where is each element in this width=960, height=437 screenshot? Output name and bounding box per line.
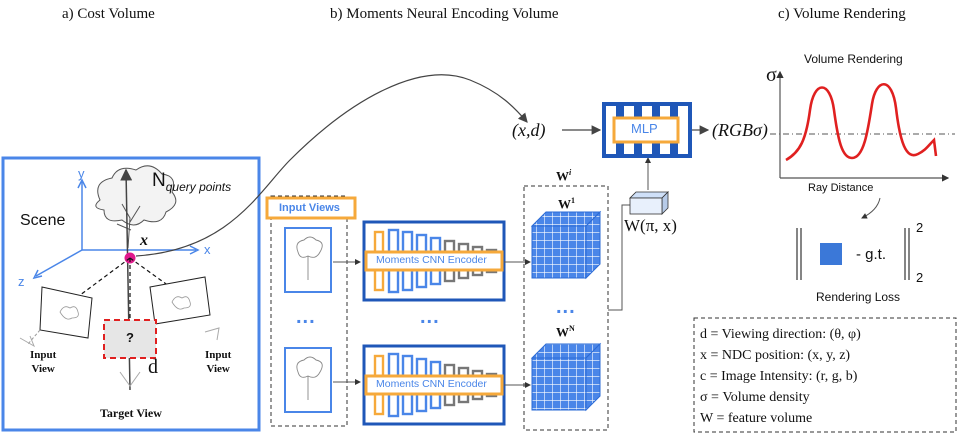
left-input-view-plane	[19, 286, 93, 348]
encoder-label-top: Moments CNN Encoder	[376, 254, 487, 266]
axis-z-label: z	[18, 274, 25, 289]
right-input-view-plane	[149, 276, 220, 341]
encoder-block-bottom	[362, 344, 506, 426]
norm-subscript: 2	[916, 270, 924, 285]
scene-label: Scene	[20, 212, 66, 229]
scene-box	[1, 156, 261, 432]
feature-volume-cube-bottom	[530, 342, 602, 412]
encoder-label-bottom: Moments CNN Encoder	[376, 378, 487, 390]
target-view-box	[103, 319, 157, 359]
input-thumbnail-top	[284, 227, 332, 293]
plot-sigma-label: σ	[766, 64, 777, 86]
plot-xaxis-label: Ray Distance	[808, 182, 874, 194]
norm-superscript: 2	[916, 220, 924, 235]
direction-d-label: d	[148, 356, 158, 378]
axis-y-label: y	[78, 166, 85, 181]
mlp-label: MLP	[631, 121, 658, 136]
input-views-tag	[265, 196, 357, 220]
rendered-patch	[820, 243, 842, 265]
encoder-ellipsis: ...	[420, 306, 440, 328]
density-plot	[770, 70, 955, 182]
n-query-points-label: Nquery points	[152, 170, 232, 194]
target-camera-icon	[119, 371, 141, 387]
mlp-output-label: (RGBσ)	[712, 120, 768, 140]
section-title-volume-rendering: c) Volume Rendering	[778, 6, 906, 22]
loss-norm-bars	[796, 228, 910, 280]
scene-tree-icon	[95, 165, 177, 249]
target-view-label: Target View	[100, 406, 162, 420]
input-views-title: Input Views	[279, 202, 340, 214]
legend-item: x = NDC position: (x, y, z)	[700, 348, 851, 363]
encoder-block-top	[362, 220, 506, 302]
legend-item: d = Viewing direction: (θ, φ)	[700, 327, 861, 342]
axis-x-label: x	[204, 242, 211, 257]
sampled-feature-label: W(π, x)	[624, 216, 677, 235]
legend-text: d = Viewing direction: (θ, φ) x = NDC po…	[700, 324, 861, 429]
legend-item: σ = Volume density	[700, 390, 810, 405]
volume-label-w1: W1	[558, 196, 575, 212]
feature-volume-cube-top	[530, 210, 602, 280]
legend-box	[693, 317, 957, 433]
section-title-encoding-volume: b) Moments Neural Encoding Volume	[330, 6, 559, 22]
loss-label: Rendering Loss	[816, 290, 901, 304]
input-views-box	[270, 195, 348, 427]
volume-label-wn: WN	[556, 324, 575, 340]
point-x-label: x	[140, 232, 148, 249]
section-title-cost-volume: a) Cost Volume	[62, 6, 155, 22]
mlp-input-label: (x,d)	[512, 120, 546, 140]
volume-ellipsis: ...	[556, 296, 576, 318]
scene-axes	[32, 178, 200, 280]
sampled-feature-block	[629, 191, 669, 215]
loss-gt-text: - g.t.	[856, 246, 887, 263]
input-thumbnail-bottom	[284, 347, 332, 413]
volume-label-wi: Wi	[556, 168, 572, 184]
plot-title: Volume Rendering	[804, 52, 903, 66]
input-views-ellipsis: ...	[296, 306, 316, 328]
legend-item: c = Image Intensity: (r, g, b)	[700, 369, 858, 384]
target-question-mark: ?	[126, 330, 134, 345]
mlp-block	[602, 102, 692, 158]
legend-item: W = feature volume	[700, 411, 813, 426]
query-arrow	[135, 74, 528, 257]
volume-stack-box	[523, 185, 609, 431]
